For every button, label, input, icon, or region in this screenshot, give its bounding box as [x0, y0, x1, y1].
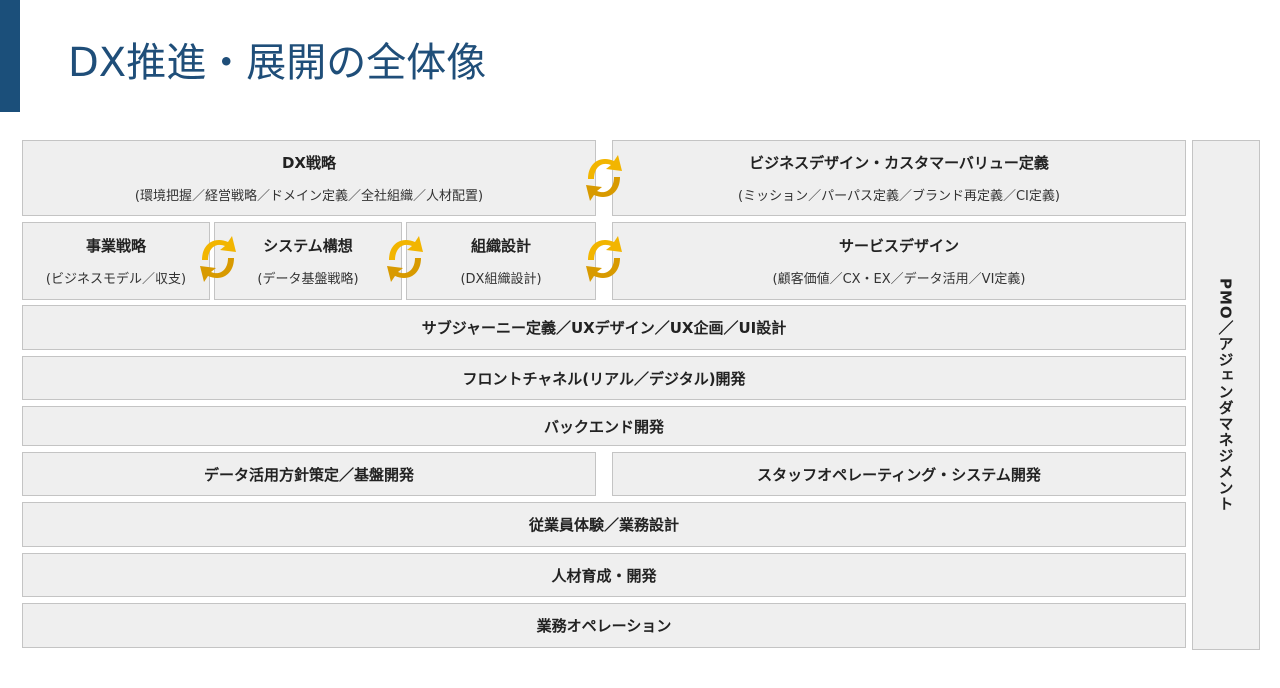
backend-row: バックエンド開発 [22, 406, 1186, 446]
service-design-title: サービスデザイン [838, 237, 959, 255]
cycle-arrows-icon [586, 236, 622, 282]
backend-row-label: バックエンド開発 [543, 417, 664, 436]
cycle-arrows-icon [200, 236, 236, 282]
journey-row-label: サブジャーニー定義／UXデザイン／UX企画／UI設計 [421, 319, 787, 337]
system-concept-title: システム構想 [263, 237, 353, 255]
employee-experience-row: 従業員体験／業務設計 [22, 502, 1186, 547]
cycle-arrows-icon [387, 236, 423, 282]
journey-row: サブジャーニー定義／UXデザイン／UX企画／UI設計 [22, 305, 1186, 350]
business-design-box: ビジネスデザイン・カスタマーバリュー定義 (ミッション／パーパス定義／ブランド再… [612, 140, 1186, 216]
cycle-arrows-icon [586, 155, 622, 201]
hr-development-label: 人材育成・開発 [551, 566, 657, 585]
service-design-box: サービスデザイン (顧客価値／CX・EX／データ活用／VI定義) [612, 222, 1186, 300]
employee-experience-label: 従業員体験／業務設計 [528, 516, 679, 534]
operations-row: 業務オペレーション [22, 603, 1186, 648]
business-strategy-sub: (ビジネスモデル／収支) [45, 272, 187, 287]
org-design-sub: (DX組織設計) [460, 272, 542, 287]
page-title: DX推進・展開の全体像 [68, 40, 487, 86]
dx-strategy-title: DX戦略 [281, 154, 337, 172]
org-design-box: 組織設計 (DX組織設計) [406, 222, 596, 300]
business-strategy-box: 事業戦略 (ビジネスモデル／収支) [22, 222, 210, 300]
front-channel-row: フロントチャネル(リアル／デジタル)開発 [22, 356, 1186, 400]
dx-strategy-box: DX戦略 (環境把握／経営戦略／ドメイン定義／全社組織／人材配置) [22, 140, 596, 216]
pmo-label: PMO／アジェンダマネジメント [1216, 278, 1235, 512]
operations-label: 業務オペレーション [536, 617, 672, 635]
staff-os-label: スタッフオペレーティング・システム開発 [757, 465, 1041, 484]
data-platform-box: データ活用方針策定／基盤開発 [22, 452, 596, 496]
service-design-sub: (顧客価値／CX・EX／データ活用／VI定義) [772, 272, 1026, 287]
dx-strategy-sub: (環境把握／経営戦略／ドメイン定義／全社組織／人材配置) [134, 189, 484, 204]
hr-development-row: 人材育成・開発 [22, 553, 1186, 597]
data-platform-label: データ活用方針策定／基盤開発 [203, 465, 414, 484]
business-design-title: ビジネスデザイン・カスタマーバリュー定義 [749, 154, 1049, 172]
system-concept-sub: (データ基盤戦略) [257, 272, 359, 287]
business-strategy-title: 事業戦略 [85, 237, 146, 255]
business-design-sub: (ミッション／パーパス定義／ブランド再定義／CI定義) [738, 189, 1060, 204]
org-design-title: 組織設計 [470, 237, 531, 255]
front-channel-row-label: フロントチャネル(リアル／デジタル)開発 [462, 369, 746, 388]
accent-bar [0, 0, 20, 112]
system-concept-box: システム構想 (データ基盤戦略) [214, 222, 402, 300]
pmo-box: PMO／アジェンダマネジメント [1192, 140, 1260, 650]
staff-os-box: スタッフオペレーティング・システム開発 [612, 452, 1186, 496]
